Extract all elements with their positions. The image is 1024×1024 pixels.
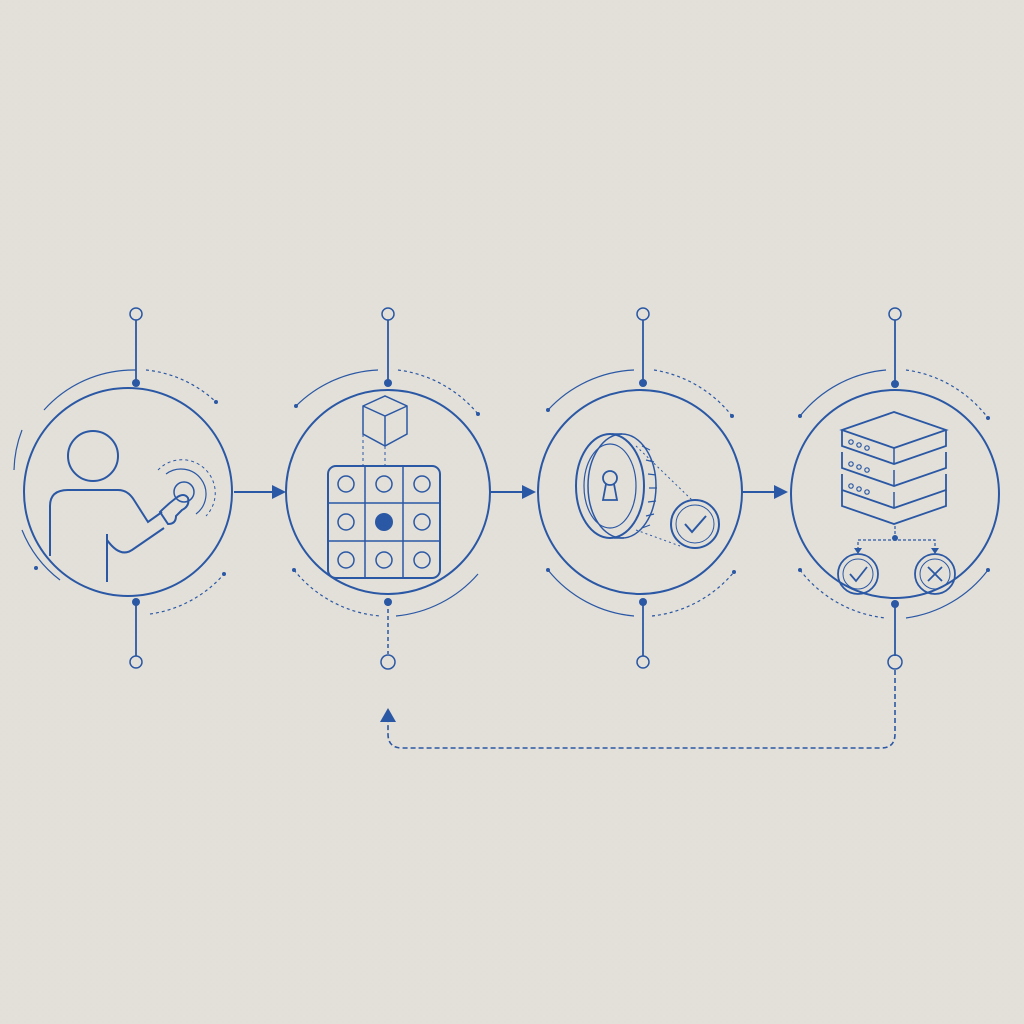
step-4-node [790, 307, 1000, 670]
keyhole-coin-verify-icon [575, 433, 720, 549]
accept-icon [837, 553, 879, 595]
server-icon [839, 411, 949, 525]
step-4-ring [790, 389, 1000, 599]
reject-icon [914, 553, 956, 595]
feedback-arrowhead [380, 708, 396, 722]
step-1-ring [23, 387, 233, 597]
connector-2-3 [490, 485, 536, 499]
connector-1-2 [234, 485, 286, 499]
feedback-loop-connector [380, 670, 896, 749]
user-tap-icon [49, 430, 216, 582]
connector-3-4 [742, 485, 788, 499]
step-3-node [537, 307, 743, 669]
step-1-node [13, 307, 233, 669]
server-accept-reject-icon [837, 411, 956, 595]
selection-grid-icon [327, 395, 441, 579]
